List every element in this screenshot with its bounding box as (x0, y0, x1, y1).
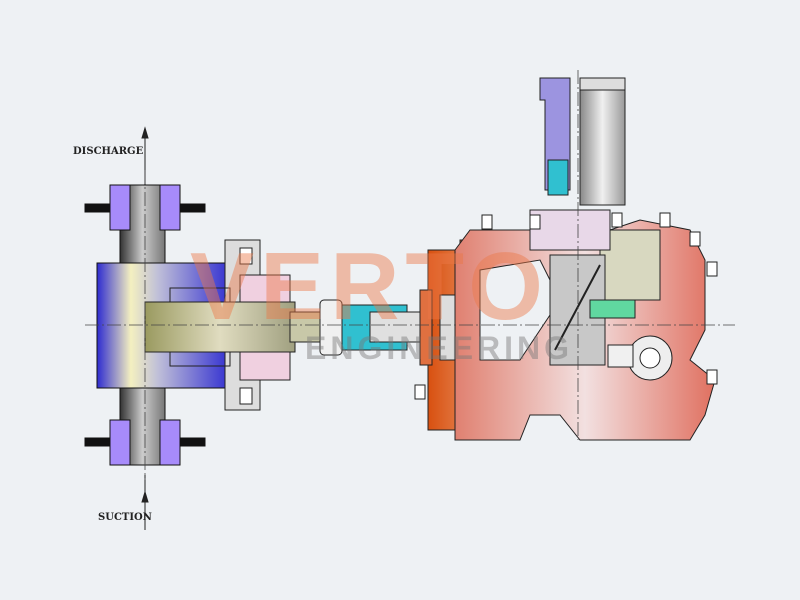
suction-pipe (84, 384, 206, 466)
suction-label: SUCTION (98, 512, 152, 523)
stroke-adjuster (579, 84, 626, 206)
watermark-sub: ENGINEERING (305, 330, 574, 366)
suction-arrow (141, 475, 149, 530)
watermark-brand: VERTO (190, 233, 549, 340)
centerlines (85, 70, 735, 480)
discharge-pipe (84, 184, 206, 266)
plunger (144, 301, 296, 353)
bolts (239, 212, 718, 405)
discharge-label: DISCHARGE (73, 146, 144, 157)
